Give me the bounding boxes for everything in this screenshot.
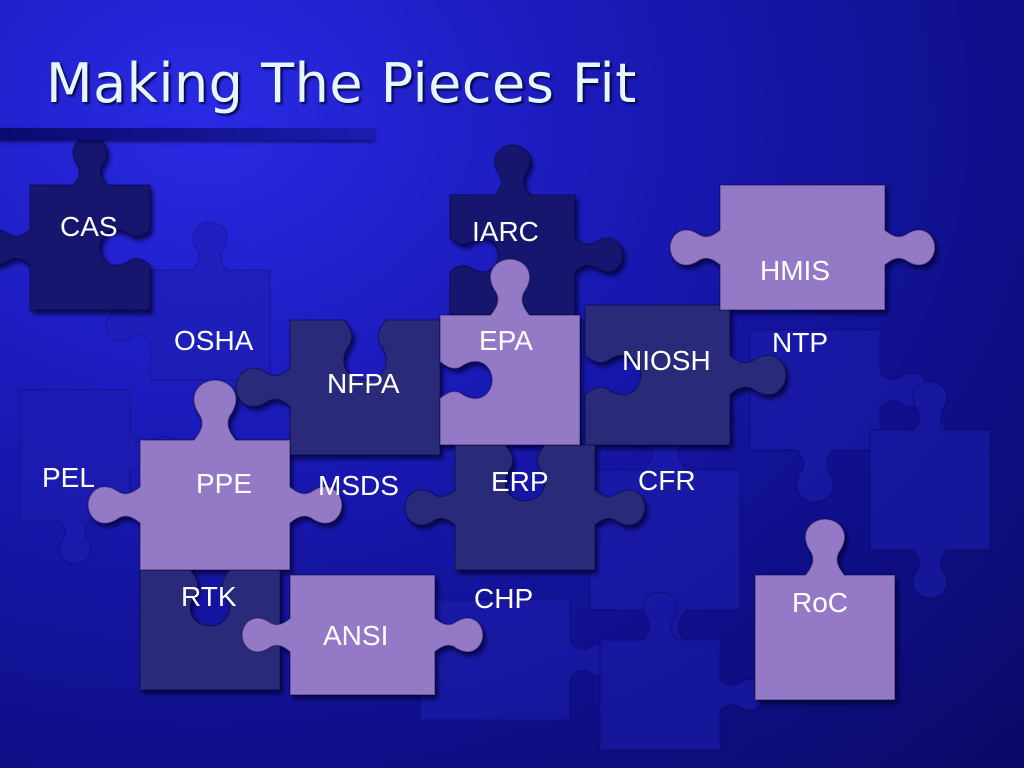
puzzle-pieces [0, 136, 936, 701]
label-ppe: PPE [196, 468, 253, 499]
label-nfpa: NFPA [327, 368, 400, 399]
label-roc: RoC [792, 587, 849, 618]
label-niosh: NIOSH [622, 345, 711, 376]
puzzle-piece-erp [404, 444, 646, 571]
puzzle-piece-niosh [584, 304, 787, 446]
slide-title: Making The Pieces Fit [46, 52, 637, 115]
puzzle-piece-rtk [139, 569, 281, 691]
ghost-piece [599, 591, 765, 751]
puzzle-piece-epa [439, 258, 581, 446]
label-ntp: NTP [772, 327, 828, 358]
puzzle-piece-ansi [241, 574, 484, 696]
puzzle-piece-ppe [87, 379, 343, 571]
label-epa: EPA [479, 325, 533, 356]
label-hmis: HMIS [760, 255, 830, 286]
label-rtk: RTK [181, 581, 237, 612]
puzzle-piece-roc [754, 518, 896, 701]
puzzle-piece-nfpa [235, 319, 441, 456]
label-cfr: CFR [638, 465, 696, 496]
label-erp: ERP [491, 466, 549, 497]
label-ansi: ANSI [323, 620, 389, 651]
label-chp: CHP [474, 583, 534, 614]
label-osha: OSHA [174, 325, 254, 356]
ghost-piece [869, 381, 991, 599]
ghost-piece [19, 389, 183, 565]
puzzle-piece-hmis [669, 184, 936, 311]
label-iarc: IARC [472, 216, 539, 247]
label-pel: PEL [42, 462, 95, 493]
label-cas: CAS [60, 211, 118, 242]
label-msds: MSDS [318, 470, 399, 501]
title-underline [0, 128, 375, 140]
